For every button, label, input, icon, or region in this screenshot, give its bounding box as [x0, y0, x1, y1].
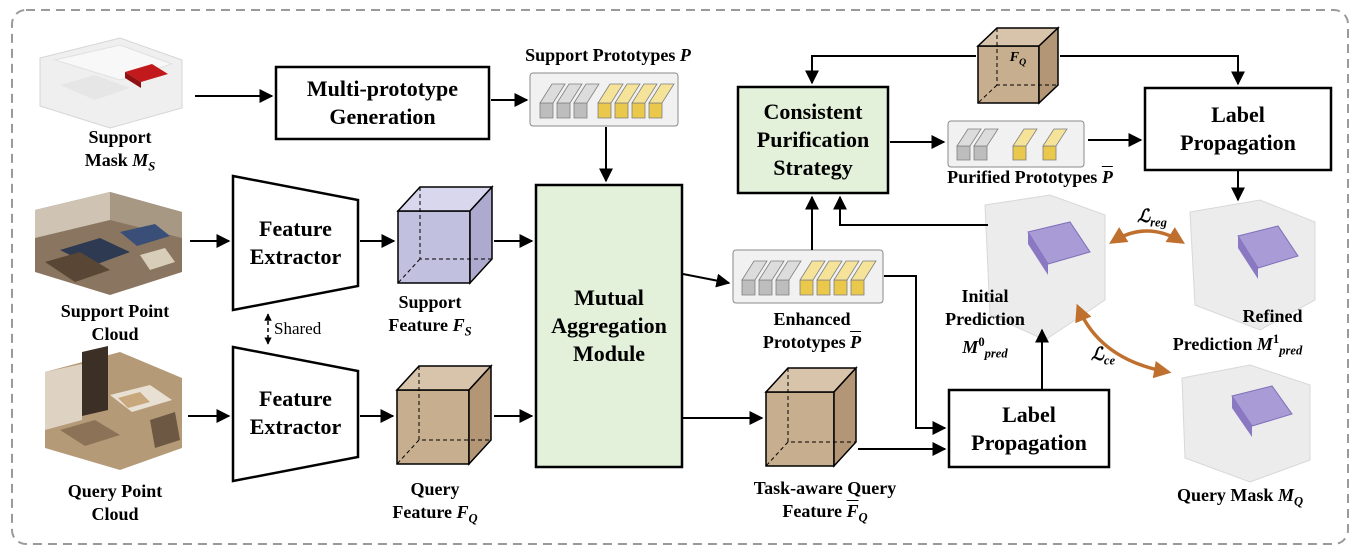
arrow-fq-to-lp-top	[1060, 55, 1245, 86]
loss-reg-arrow	[1109, 227, 1185, 244]
query-mask-scan-icon	[1181, 364, 1311, 483]
task-aware-query-feature-cube-icon	[764, 366, 858, 468]
query-point-cloud-icon	[45, 346, 182, 470]
task-aware-query-feature-label: Task-aware Query Feature FQ	[753, 478, 897, 525]
refined-prediction-label: Refined Prediction M1pred	[1172, 306, 1303, 358]
enhanced-prototypes-bars-icon	[732, 249, 884, 304]
loss-ce-label: ℒce	[1090, 344, 1116, 368]
enhanced-prototypes-label: Enhanced Prototypes P	[762, 309, 862, 352]
outer-frame	[11, 9, 1349, 545]
shared-label: Shared	[274, 319, 322, 338]
support-prototypes-label: Support Prototypes P	[525, 45, 691, 65]
support-point-cloud-icon	[35, 192, 182, 295]
support-mask-label: Support Mask MS	[84, 127, 156, 174]
support-feature-cube-icon	[396, 185, 494, 285]
fq-cube-icon	[976, 26, 1060, 105]
initial-prediction-scan-icon	[984, 194, 1106, 341]
query-feature-cube-icon	[395, 364, 493, 466]
purified-prototypes-bars-icon	[947, 120, 1085, 168]
query-mask-label: Query Mask MQ	[1176, 485, 1304, 509]
feature-extractor-support-shape	[231, 174, 360, 312]
refined-prediction-scan-icon	[1189, 199, 1316, 331]
support-mask-scan-icon	[39, 37, 183, 129]
mutual-aggregation-box	[534, 183, 684, 469]
consistent-purification-box	[736, 85, 890, 195]
purified-prototypes-label: Purified Prototypes P	[947, 167, 1113, 187]
feature-extractor-query-shape	[231, 345, 360, 483]
support-prototypes-bars-icon	[529, 72, 679, 127]
query-feature-label: Query Feature FQ	[392, 479, 478, 526]
arrow-initial-to-cps	[833, 195, 988, 226]
fq-cube-label: FQ	[1009, 50, 1027, 68]
loss-ce-arrow	[1075, 303, 1172, 379]
label-propagation-top-box	[1143, 86, 1333, 172]
loss-reg-label: ℒreg	[1137, 206, 1167, 230]
arrow-fq-to-cps	[805, 55, 976, 85]
arrow-mam-to-enhanced	[682, 273, 731, 288]
initial-prediction-label: Initial Prediction M0pred	[945, 286, 1025, 361]
support-feature-label: Support Feature FS	[388, 292, 472, 339]
arrow-enhanced-to-lp-bottom	[884, 275, 947, 435]
label-propagation-bottom-box	[947, 388, 1111, 469]
multi-prototype-generation-box	[274, 65, 491, 141]
